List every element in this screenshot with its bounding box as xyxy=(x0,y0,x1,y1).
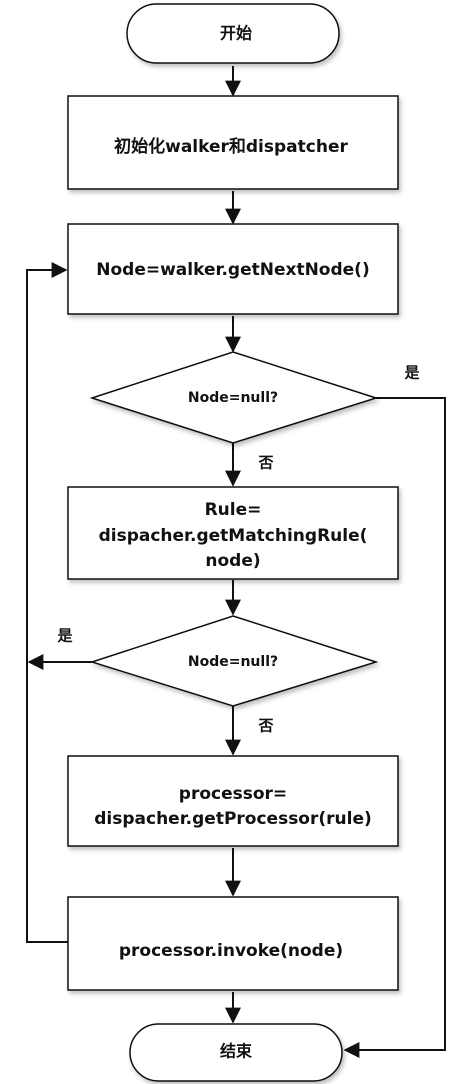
decision1-no-label: 否 xyxy=(257,454,273,472)
arrow-invoke-loop-back xyxy=(26,262,70,943)
proc-label-line1: processor= xyxy=(179,784,287,804)
processor-process: processor= dispacher.getProcessor(rule) xyxy=(67,755,399,847)
invoke-process: processor.invoke(node) xyxy=(67,896,399,991)
next-node-process: Node=walker.getNextNode() xyxy=(67,223,399,315)
end-node: 结束 xyxy=(129,1023,343,1082)
init-process: 初始化walker和dispatcher xyxy=(67,95,399,190)
rule-label-line3: node) xyxy=(205,551,260,571)
init-label: 初始化walker和dispatcher xyxy=(114,136,348,157)
rule-label-line2: dispacher.getMatchingRule( xyxy=(99,526,368,546)
rule-label-line1: Rule= xyxy=(205,500,262,520)
decision1-label: Node=null? xyxy=(188,390,278,406)
invoke-label: processor.invoke(node) xyxy=(119,941,343,961)
decision-node-null-2: Node=null? xyxy=(89,615,379,707)
decision2-no-label: 否 xyxy=(257,717,273,735)
end-label: 结束 xyxy=(219,1042,253,1061)
next-node-label: Node=walker.getNextNode() xyxy=(96,260,369,280)
proc-label-line2: dispacher.getProcessor(rule) xyxy=(94,809,372,829)
start-label: 开始 xyxy=(220,24,252,43)
decision2-yes-label: 是 xyxy=(56,627,73,645)
decision-node-null-1: Node=null? xyxy=(89,351,379,444)
decision2-label: Node=null? xyxy=(188,654,278,670)
start-node: 开始 xyxy=(126,3,340,64)
arrow-decision1-yes-to-end xyxy=(343,397,446,1058)
rule-process: Rule= dispacher.getMatchingRule( node) xyxy=(67,486,399,580)
decision1-yes-label: 是 xyxy=(403,364,420,382)
